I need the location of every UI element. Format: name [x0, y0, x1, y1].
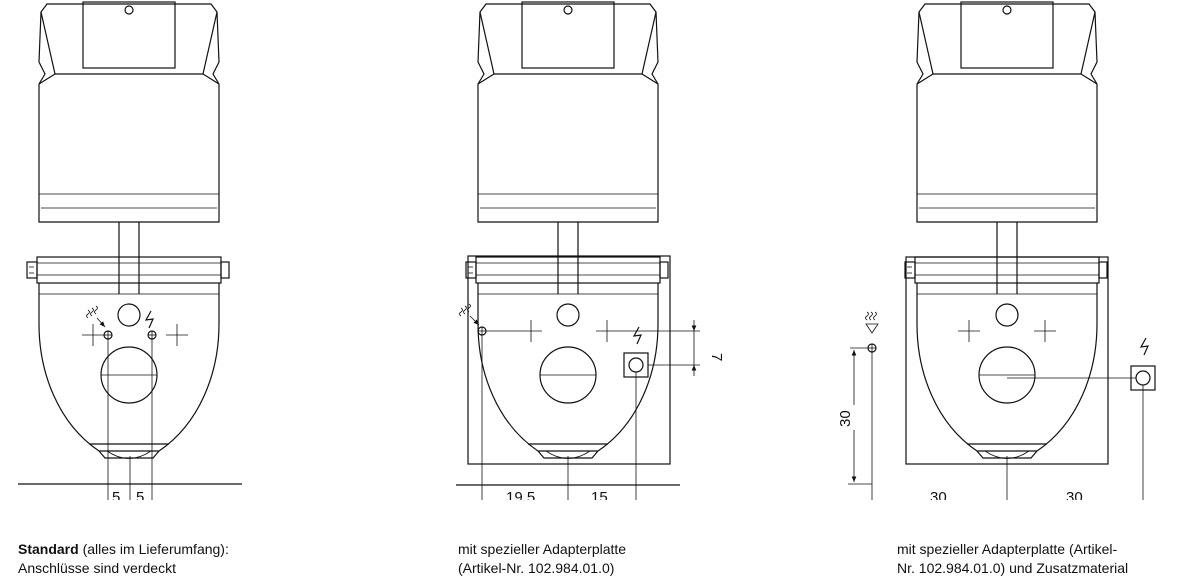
caption-line: Anschlüsse sind verdeckt — [18, 560, 176, 576]
technical-drawing: 5 5 19,5 15 7 30 30 30 — [18, 1, 1156, 500]
dim-label: 7 — [708, 353, 725, 361]
view-adapter-extra — [848, 1, 1156, 500]
electric-connection-icon — [144, 310, 154, 329]
view-adapter — [456, 1, 700, 500]
caption-standard: Standard (alles im Lieferumfang): Anschl… — [18, 540, 229, 578]
electric-connection-icon — [1139, 337, 1149, 356]
caption-line: mit spezieller Adapterplatte (Artikel- — [897, 541, 1118, 557]
dim-label: 5 — [136, 489, 144, 500]
dim-label: 30 — [837, 410, 854, 427]
caption-line: (Artikel-Nr. 102.984.01.0) — [458, 560, 615, 576]
water-inlet-icon — [865, 311, 879, 334]
dim-label: 19,5 — [506, 489, 535, 500]
water-inlet-icon — [86, 305, 106, 328]
caption-bold: Standard — [18, 541, 79, 557]
caption-line: (alles im Lieferumfang): — [78, 541, 229, 557]
view-standard — [18, 1, 242, 500]
dim-label: 30 — [1066, 489, 1083, 500]
caption-line: Nr. 102.984.01.0) und Zusatzmaterial — [897, 560, 1129, 576]
dim-label: 30 — [930, 489, 947, 500]
electric-connection-icon — [632, 326, 642, 345]
dim-label: 5 — [112, 489, 120, 500]
caption-line: mit spezieller Adapterplatte — [458, 541, 627, 557]
caption-adapter-extra: mit spezieller Adapterplatte (Artikel- N… — [897, 540, 1128, 578]
dim-label: 15 — [591, 489, 608, 500]
caption-adapter: mit spezieller Adapterplatte (Artikel-Nr… — [458, 540, 626, 578]
water-inlet-icon — [459, 303, 480, 326]
